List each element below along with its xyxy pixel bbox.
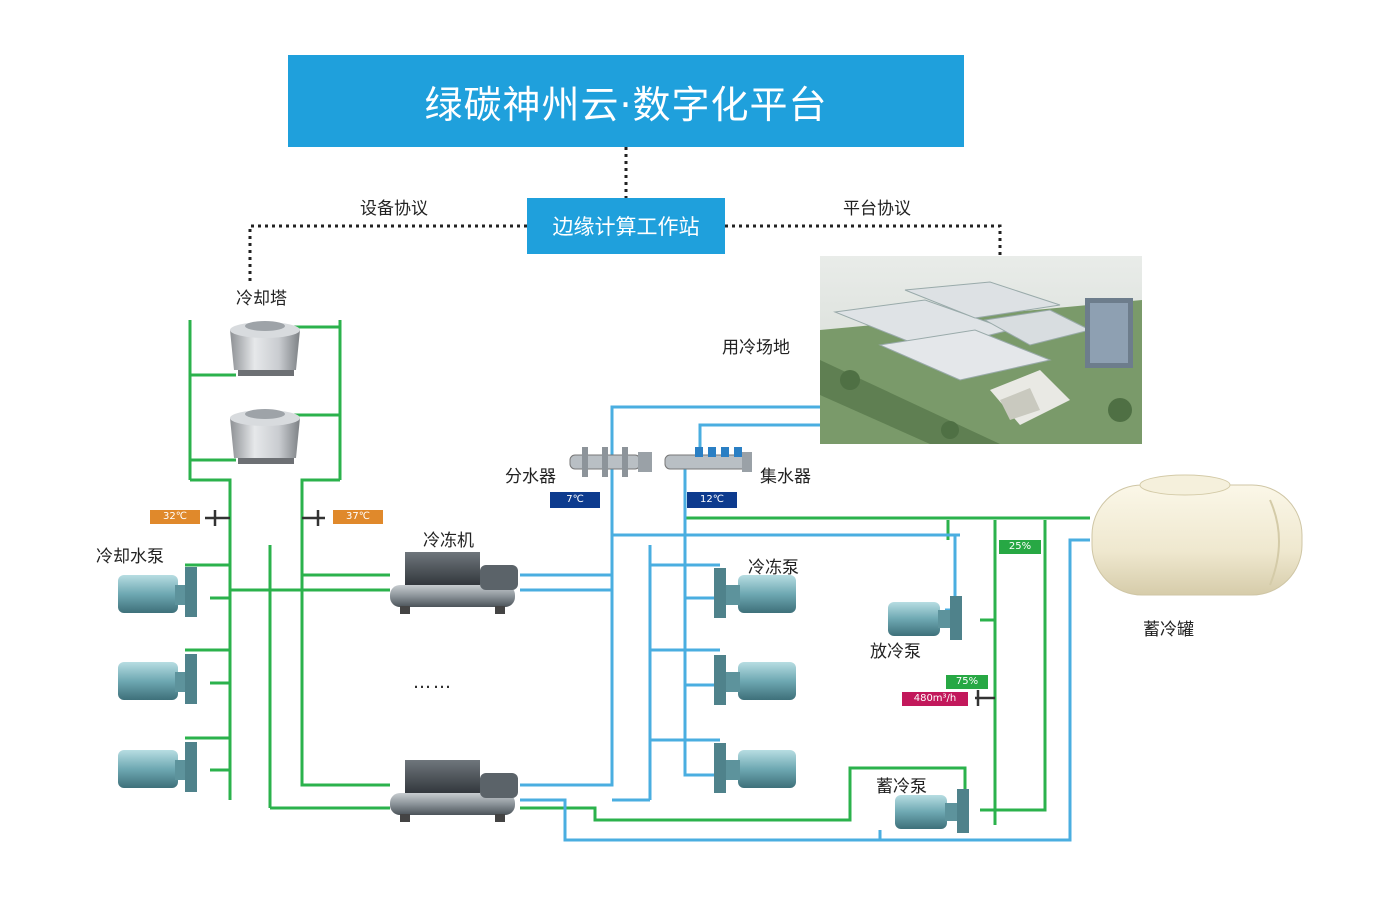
valve-upper-percent-tag: 25%	[999, 540, 1041, 554]
flow-rate-tag: 480m³/h	[902, 692, 968, 706]
chiller-label: 冷冻机	[423, 531, 474, 551]
edge-station-label: 边缘计算工作站	[552, 215, 700, 239]
platform-title-banner: 绿碳神州云·数字化平台	[288, 55, 964, 147]
cooling-water-pump-label: 冷却水泵	[96, 547, 164, 567]
cooling-tower-label: 冷却塔	[236, 289, 287, 309]
cooling-tower-1	[230, 321, 300, 376]
chilled-pump-1	[714, 568, 796, 618]
site-image	[820, 256, 1142, 444]
storage-pump	[895, 789, 969, 833]
release-pump	[888, 596, 962, 640]
chilled-pump-label: 冷冻泵	[748, 558, 799, 578]
collector-label: 集水器	[760, 467, 811, 487]
release-pump-label: 放冷泵	[870, 642, 921, 662]
cooling-in-temp-tag: 32℃	[150, 510, 200, 524]
return-temp-tag: 12℃	[687, 492, 737, 508]
chilled-pump-2	[714, 655, 796, 705]
distributor-label: 分水器	[505, 467, 556, 487]
chilled-pump-3	[714, 743, 796, 793]
chiller-1	[390, 552, 518, 614]
dotted-connectors	[248, 147, 1002, 282]
collector-manifold	[664, 447, 752, 472]
device-protocol-line	[248, 224, 527, 282]
storage-tank	[1091, 474, 1303, 596]
storage-pump-label: 蓄冷泵	[876, 777, 927, 797]
more-chillers-ellipsis: ……	[413, 672, 453, 693]
edge-computing-station: 边缘计算工作站	[527, 198, 725, 254]
cooling-water-pump-1	[118, 567, 197, 617]
platform-protocol-label: 平台协议	[843, 199, 911, 219]
device-protocol-label: 设备协议	[360, 199, 428, 219]
site-label: 用冷场地	[722, 338, 790, 358]
cooling-water-pump-2	[118, 654, 197, 704]
supply-temp-tag: 7℃	[550, 492, 600, 508]
sensor-ticks	[205, 510, 995, 706]
platform-protocol-line	[725, 224, 1002, 256]
cooling-water-pump-3	[118, 742, 197, 792]
chiller-2	[390, 760, 518, 822]
cooling-water-pipes	[185, 320, 1090, 825]
distributor-manifold	[569, 447, 652, 477]
cooling-out-temp-tag: 37℃	[333, 510, 383, 524]
valve-lower-percent-tag: 75%	[946, 675, 988, 689]
cooling-tower-2	[230, 409, 300, 464]
chilled-water-pipes	[520, 405, 1090, 842]
storage-tank-label: 蓄冷罐	[1143, 620, 1194, 640]
platform-title: 绿碳神州云·数字化平台	[424, 82, 828, 127]
